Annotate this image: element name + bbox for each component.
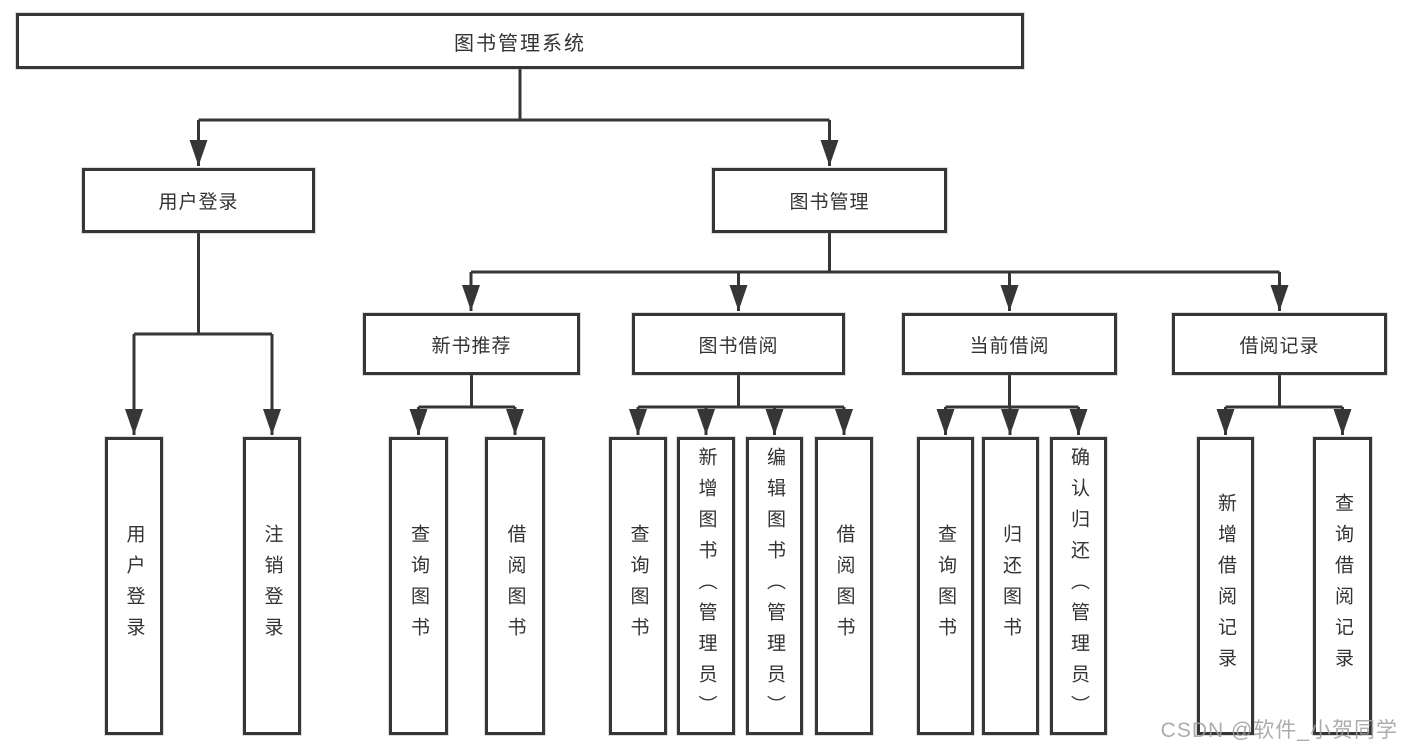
node-borrow-record-label: 借阅记录 (1239, 335, 1320, 357)
node-current-borrow: 当前借阅 (902, 313, 1117, 375)
node-book-management: 图书管理 (712, 168, 947, 233)
leaf-add-borrow-record: 新增借阅记录 (1197, 437, 1254, 735)
leaf-add-borrow-record-label: 新增借阅记录 (1215, 493, 1236, 679)
leaf-borrow-books: 借阅图书 (815, 437, 873, 735)
leaf-add-books-admin: 新增图书（管理员） (677, 437, 735, 735)
leaf-confirm-return-admin: 确认归还（管理员） (1050, 437, 1107, 735)
leaf-return-books-label: 归还图书 (1000, 524, 1021, 648)
leaf-query-borrow-record-label: 查询借阅记录 (1332, 493, 1353, 679)
node-current-borrow-label: 当前借阅 (969, 335, 1050, 357)
leaf-add-books-admin-label: 新增图书（管理员） (695, 446, 717, 726)
csdn-watermark: CSDN @软件_小贺同学 (1160, 719, 1398, 742)
node-user-login-label: 用户登录 (158, 192, 239, 213)
leaf-borrow-books-recommend: 借阅图书 (485, 437, 545, 735)
leaf-query-books-current: 查询图书 (917, 437, 974, 735)
leaf-user-login: 用户登录 (105, 437, 163, 735)
leaf-query-books-borrow-label: 查询图书 (627, 524, 649, 648)
node-user-login: 用户登录 (82, 168, 315, 233)
node-new-book-recommend-label: 新书推荐 (431, 335, 512, 357)
node-library-management-system: 图书管理系统 (16, 13, 1024, 69)
node-book-borrow-label: 图书借阅 (698, 335, 779, 357)
leaf-query-borrow-record: 查询借阅记录 (1313, 437, 1372, 735)
leaf-edit-books-admin: 编辑图书（管理员） (746, 437, 803, 735)
node-new-book-recommend: 新书推荐 (363, 313, 580, 375)
node-borrow-record: 借阅记录 (1172, 313, 1387, 375)
node-book-borrow: 图书借阅 (632, 313, 845, 375)
leaf-query-books-recommend-label: 查询图书 (408, 524, 429, 648)
node-book-management-label: 图书管理 (789, 192, 870, 213)
leaf-user-login-label: 用户登录 (123, 524, 145, 648)
leaf-return-books: 归还图书 (982, 437, 1039, 735)
leaf-query-books-recommend: 查询图书 (389, 437, 448, 735)
leaf-query-books-borrow: 查询图书 (609, 437, 667, 735)
leaf-confirm-return-admin-label: 确认归还（管理员） (1068, 446, 1089, 726)
leaf-edit-books-admin-label: 编辑图书（管理员） (764, 446, 785, 726)
leaf-query-books-current-label: 查询图书 (935, 524, 956, 648)
leaf-logout: 注销登录 (243, 437, 301, 735)
leaf-borrow-books-recommend-label: 借阅图书 (504, 524, 526, 648)
leaf-logout-label: 注销登录 (261, 524, 283, 648)
node-library-management-system-label: 图书管理系统 (454, 32, 586, 55)
leaf-borrow-books-label: 借阅图书 (833, 524, 855, 648)
